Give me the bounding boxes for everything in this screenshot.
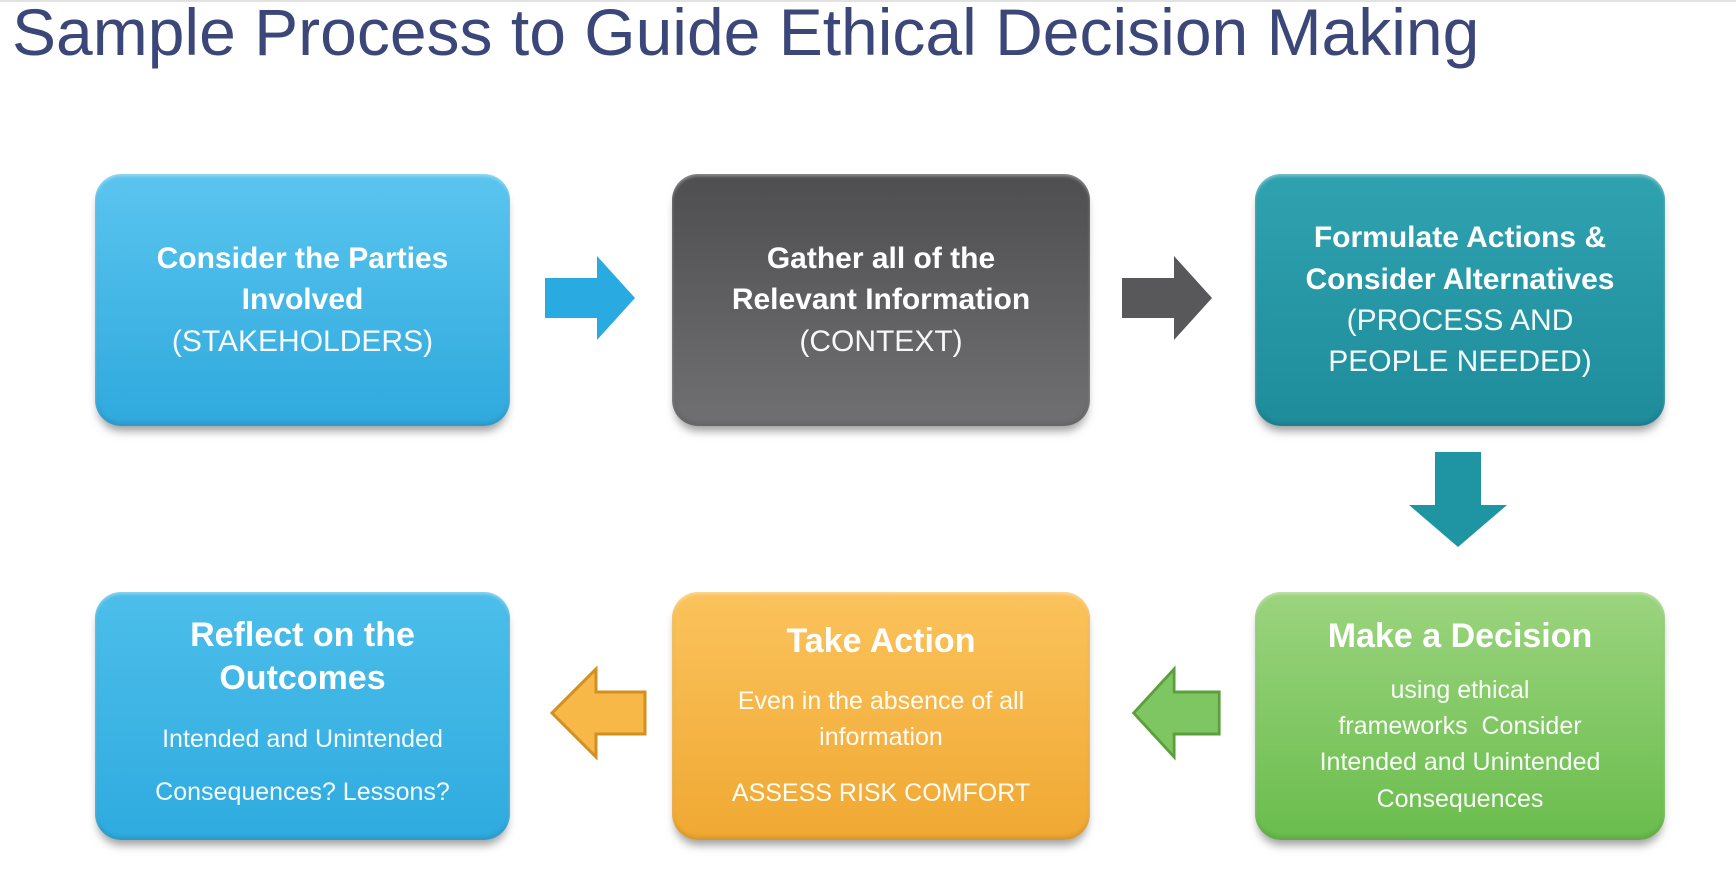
arrow-down-icon — [1409, 452, 1507, 547]
step-title-line: Formulate Actions & — [1313, 221, 1607, 255]
step-body-line: ASSESS RISK COMFORT — [731, 779, 1031, 808]
step-subtitle-line: (PROCESS AND — [1346, 304, 1574, 337]
step-body-line: information — [819, 723, 943, 752]
step-box-reflect: Reflect on the Outcomes Intended and Uni… — [95, 592, 510, 840]
step-body-line: Consequences — [1376, 784, 1544, 813]
step-box-alternatives: Formulate Actions & Consider Alternative… — [1255, 174, 1665, 426]
step-title-line: Outcomes — [219, 658, 386, 697]
step-subtitle-line: PEOPLE NEEDED) — [1328, 345, 1592, 379]
arrow-left-shape — [549, 665, 647, 761]
step-box-action: Take Action Even in the absence of all i… — [672, 592, 1090, 840]
step-body-line: Even in the absence of all — [737, 686, 1025, 715]
arrow-right-icon — [1122, 256, 1212, 340]
arrow-left-icon — [549, 665, 647, 761]
step-title-line: Consider the Parties — [156, 241, 449, 275]
step-body-line: Intended and Unintended — [1319, 748, 1601, 777]
step-box-decision: Make a Decision using ethical frameworks… — [1255, 592, 1665, 840]
step-body-line: Intended and Unintended — [162, 725, 443, 753]
step-title-line: Reflect on the — [190, 616, 415, 654]
arrow-right-icon — [545, 256, 635, 340]
arrow-left-icon — [1131, 665, 1221, 761]
page-title: Sample Process to Guide Ethical Decision… — [12, 0, 1480, 69]
step-body-line: Consequences? Lessons? — [155, 777, 450, 806]
arrow-right-shape — [545, 256, 635, 340]
step-subtitle: (STAKEHOLDERS) — [171, 324, 434, 358]
step-box-stakeholders: Consider the Parties Involved (STAKEHOLD… — [95, 174, 510, 426]
step-title-line: Involved — [241, 283, 364, 317]
step-subtitle: (CONTEXT) — [799, 324, 963, 358]
step-body-line: frameworks Consider — [1338, 712, 1582, 740]
arrow-left-shape — [1131, 665, 1221, 761]
arrow-right-shape — [1122, 256, 1212, 340]
step-title-line: Consider Alternatives — [1305, 262, 1615, 296]
step-title: Make a Decision — [1327, 617, 1593, 656]
step-body-line: using ethical — [1390, 675, 1530, 704]
step-box-context: Gather all of the Relevant Information (… — [672, 174, 1090, 426]
step-title: Take Action — [786, 622, 976, 661]
arrow-down-shape — [1409, 452, 1507, 547]
step-title-line: Relevant Information — [731, 283, 1031, 317]
step-title-line: Gather all of the — [766, 241, 996, 275]
